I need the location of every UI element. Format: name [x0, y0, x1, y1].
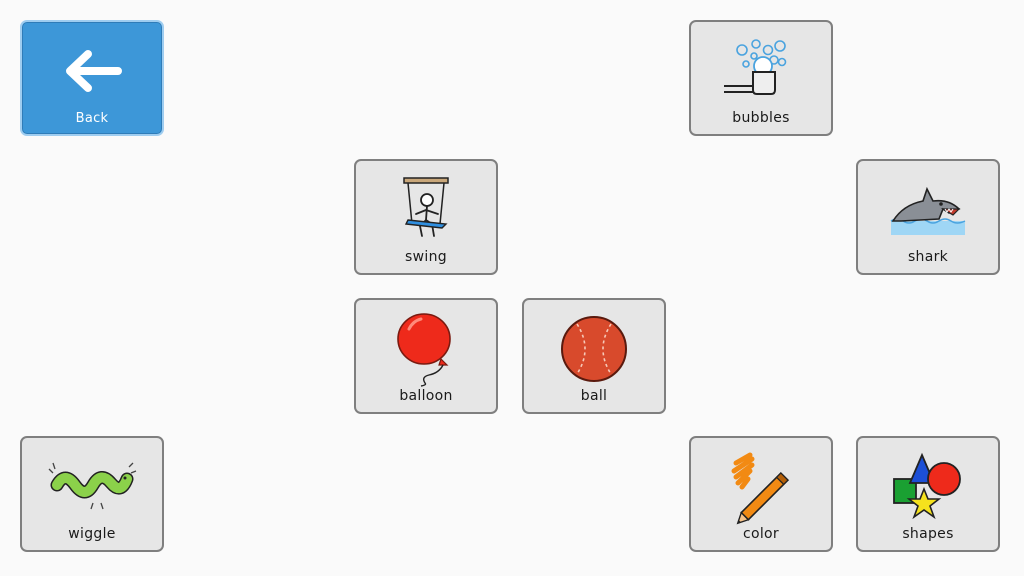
tile-shark[interactable]: shark — [856, 159, 1000, 275]
tile-wiggle[interactable]: wiggle — [20, 436, 164, 552]
ball-icon — [524, 308, 664, 390]
tile-label: color — [743, 526, 779, 542]
tile-label: shark — [907, 249, 949, 265]
tile-label: bubbles — [732, 110, 790, 126]
shapes-icon — [858, 446, 998, 528]
tile-label: swing — [405, 249, 447, 265]
tile-label: shapes — [902, 526, 954, 542]
tile-color[interactable]: color — [689, 436, 833, 552]
bubbles-icon — [691, 30, 831, 112]
tile-bubbles[interactable]: bubbles — [689, 20, 833, 136]
shark-icon — [858, 169, 998, 251]
tile-shapes[interactable]: shapes — [856, 436, 1000, 552]
tile-ball[interactable]: ball — [522, 298, 666, 414]
swing-icon — [356, 169, 496, 251]
tile-label: wiggle — [68, 526, 116, 542]
back-label: Back — [75, 111, 109, 126]
balloon-icon — [356, 308, 496, 390]
arrow-left-icon — [22, 30, 162, 112]
wiggle-icon — [22, 446, 162, 528]
back-button[interactable]: Back — [20, 20, 164, 136]
crayon-icon — [691, 446, 831, 528]
tile-swing[interactable]: swing — [354, 159, 498, 275]
tile-balloon[interactable]: balloon — [354, 298, 498, 414]
tile-label: ball — [580, 388, 608, 404]
tile-label: balloon — [399, 388, 453, 404]
